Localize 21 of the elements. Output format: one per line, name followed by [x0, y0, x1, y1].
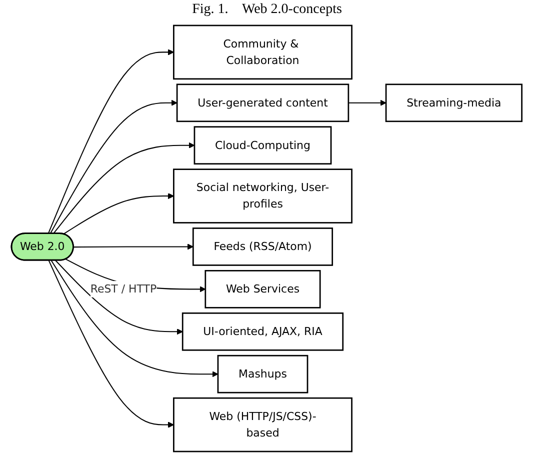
- node-box: Feeds (RSS/Atom): [192, 228, 334, 266]
- arrow: [48, 260, 174, 428]
- node-box: Streaming-media: [386, 84, 523, 122]
- node-box: Social networking, User-profiles: [173, 168, 353, 224]
- arrow: [50, 100, 178, 234]
- arrow: [64, 193, 174, 235]
- arrow: [74, 244, 194, 250]
- node-box: Cloud-Computing: [194, 126, 332, 165]
- arrow: [51, 260, 219, 378]
- arrow: [348, 100, 387, 106]
- node-box: User-generated content: [176, 84, 350, 122]
- node-box: Mashups: [218, 354, 309, 394]
- figure-title: Fig. 1. Web 2.0-concepts: [191, 1, 343, 19]
- arrow: [55, 260, 184, 335]
- arrow: [48, 49, 174, 234]
- node-box: Web Services: [205, 270, 322, 308]
- node-box: Community & Collaboration: [173, 24, 353, 80]
- edge-label: ReST / HTTP: [90, 282, 157, 296]
- arrow: [53, 142, 196, 234]
- node-box: UI-oriented, AJAX, RIA: [182, 312, 344, 351]
- node-box: Web (HTTP/JS/CSS)-based: [173, 397, 353, 452]
